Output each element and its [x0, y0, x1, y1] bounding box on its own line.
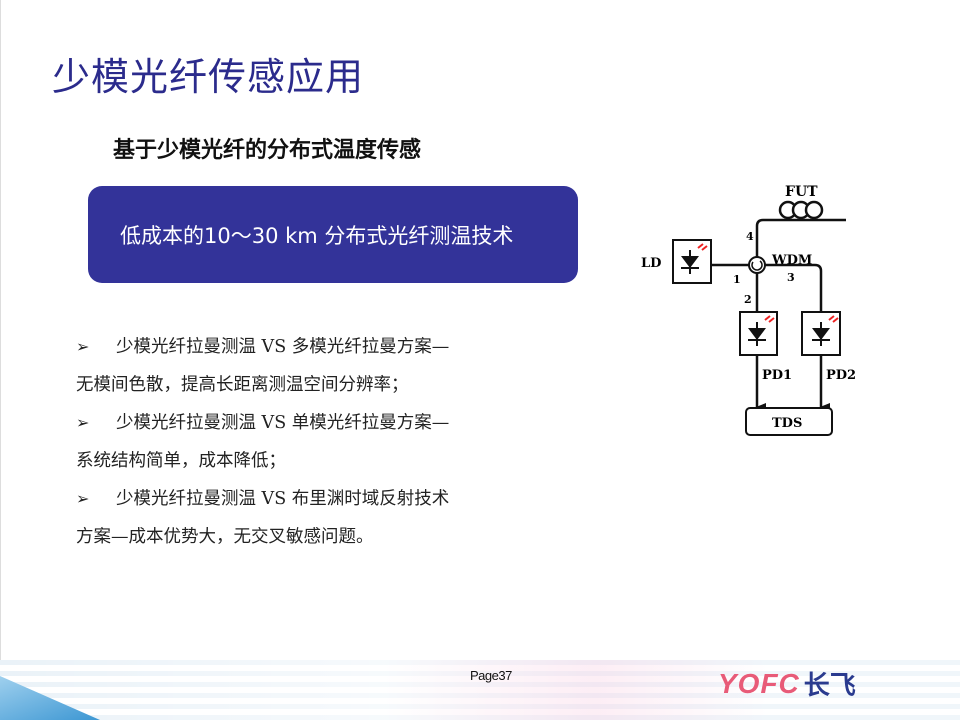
logo-en: YOFC [718, 667, 800, 699]
tds-label: TDS [772, 416, 802, 431]
pd1-box [739, 311, 778, 356]
port-3-label: 3 [787, 271, 795, 284]
system-diagram: FUT LD WDM 1 2 3 4 PD1 PD2 TDS [641, 184, 856, 436]
page-number: Page37 [470, 668, 512, 683]
bullet-list: ➢ 少模光纤拉曼测温 VS 多模光纤拉曼方案— 无模间色散，提高长距离测温空间分辨… [76, 328, 536, 556]
ld-label: LD [641, 256, 661, 271]
bullet-item: ➢ 少模光纤拉曼测温 VS 布里渊时域反射技术 [76, 480, 536, 519]
wdm-circulator-icon [748, 256, 766, 274]
bullet-continuation: 无模间色散，提高长距离测温空间分辨率； [76, 374, 409, 395]
pd1-label: PD1 [762, 368, 792, 383]
port-2-label: 2 [744, 293, 752, 306]
bullet-text: 少模光纤拉曼测温 VS 单模光纤拉曼方案— [116, 413, 450, 433]
highlight-banner: 低成本的10～30 km 分布式光纤测温技术 [88, 186, 578, 283]
arrow-bullet-icon: ➢ [76, 413, 90, 432]
port-4-label: 4 [746, 230, 754, 243]
tds-box [745, 407, 833, 436]
logo-cn: 长飞 [803, 671, 856, 701]
arrow-bullet-icon: ➢ [76, 489, 90, 508]
fut-coil-icon [778, 200, 824, 220]
bullet-item: ➢ 少模光纤拉曼测温 VS 多模光纤拉曼方案— [76, 328, 536, 367]
port-1-label: 1 [733, 273, 741, 286]
bullet-text: 少模光纤拉曼测温 VS 布里渊时域反射技术 [116, 489, 450, 509]
company-logo: YOFC 长飞 [718, 665, 856, 702]
bullet-continuation: 系统结构简单，成本降低； [76, 450, 286, 471]
fiber-port-3 [765, 263, 823, 312]
wdm-label: WDM [771, 253, 812, 268]
footer-stripes [0, 660, 960, 720]
bullet-continuation: 方案—成本优势大，无交叉敏感问题。 [76, 526, 374, 547]
pd2-label: PD2 [826, 368, 856, 383]
slide-subtitle: 基于少模光纤的分布式温度传感 [113, 137, 422, 163]
fiber-port-4 [755, 218, 846, 257]
pd2-box [801, 311, 841, 356]
slide-border [0, 0, 1, 720]
ld-box [672, 239, 712, 284]
banner-text: 低成本的10～30 km 分布式光纤测温技术 [120, 223, 514, 248]
slide-title: 少模光纤传感应用 [52, 55, 365, 99]
fut-label: FUT [785, 184, 818, 200]
bullet-text: 少模光纤拉曼测温 VS 多模光纤拉曼方案— [116, 337, 450, 357]
bullet-item: ➢ 少模光纤拉曼测温 VS 单模光纤拉曼方案— [76, 404, 536, 443]
arrow-bullet-icon: ➢ [76, 337, 90, 356]
